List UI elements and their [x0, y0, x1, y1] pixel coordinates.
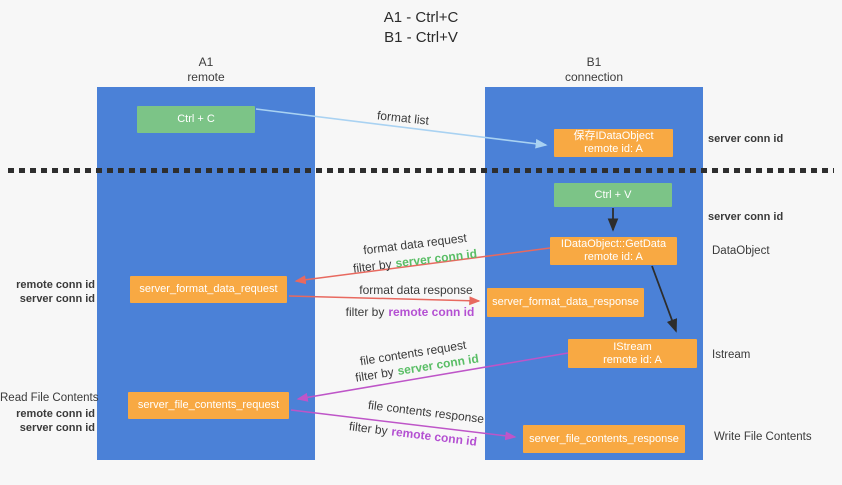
diagram-title: A1 - Ctrl+C B1 - Ctrl+V [0, 8, 842, 48]
column-a1-subtitle: remote [187, 70, 225, 84]
filter-by-text: filter by [345, 305, 385, 319]
label-write-file-contents: Write File Contents [714, 431, 812, 443]
node-server-file-contents-response: server_file_contents_response [523, 425, 685, 453]
node-idataobject-getdata-line1: IDataObject::GetData [560, 238, 667, 250]
label-dataobject: DataObject [712, 245, 770, 257]
node-server-format-data-response: server_format_data_response [487, 288, 644, 317]
label-left-remote-conn-id-file: remote conn id [16, 408, 95, 420]
node-ctrl-v: Ctrl + V [554, 183, 672, 207]
filter-by-text: filter by [348, 419, 389, 438]
node-save-idataobject-line1: 保存IDataObject [573, 130, 654, 142]
node-server-file-contents-request: server_file_contents_request [128, 392, 289, 419]
node-ctrl-c-label: Ctrl + C [177, 113, 215, 125]
node-save-idataobject-line2: remote id: A [584, 143, 643, 155]
column-a1-name: A1 [198, 55, 214, 69]
label-right-server-conn-id-top: server conn id [708, 133, 784, 145]
label-file-contents-response: file contents response [367, 397, 485, 427]
label-left-server-conn-id-format: server conn id [19, 293, 95, 305]
node-server-format-data-request-label: server_format_data_request [139, 283, 278, 295]
column-b1-subtitle: connection [564, 70, 624, 84]
title-line-1: A1 - Ctrl+C [383, 9, 459, 26]
label-format-data-response: format data response [359, 283, 473, 297]
column-header-a1: A1 remote [97, 55, 315, 85]
node-idataobject-getdata: IDataObject::GetData remote id: A [550, 237, 677, 265]
node-server-format-data-request: server_format_data_request [130, 276, 287, 303]
label-left-server-conn-id-file: server conn id [19, 422, 95, 434]
node-server-format-data-response-label: server_format_data_response [492, 296, 639, 308]
node-istream-line1: IStream [613, 340, 652, 353]
label-read-file-contents: Read File Contents [0, 392, 99, 404]
node-ctrl-v-label: Ctrl + V [594, 188, 632, 201]
node-ctrl-c: Ctrl + C [137, 106, 255, 133]
separator-dotted-line [8, 168, 834, 173]
node-idataobject-getdata-line2: remote id: A [584, 251, 643, 263]
label-format-list: format list [376, 108, 430, 128]
node-server-file-contents-response-label: server_file_contents_response [529, 432, 679, 445]
column-b1-name: B1 [586, 55, 602, 69]
label-right-server-conn-id-mid: server conn id [708, 211, 784, 223]
title-line-2: B1 - Ctrl+V [384, 29, 458, 46]
remote-conn-id-text: remote conn id [390, 424, 478, 449]
label-istream: Istream [712, 349, 751, 361]
node-istream: IStream remote id: A [568, 339, 697, 368]
node-server-file-contents-request-label: server_file_contents_request [137, 399, 280, 411]
filter-by-text: filter by [352, 256, 393, 276]
node-save-idataobject: 保存IDataObject remote id: A [554, 129, 673, 157]
remote-conn-id-text: remote conn id [388, 305, 475, 319]
node-istream-line2: remote id: A [603, 353, 662, 366]
column-header-b1: B1 connection [485, 55, 703, 85]
label-left-remote-conn-id-format: remote conn id [16, 279, 95, 291]
